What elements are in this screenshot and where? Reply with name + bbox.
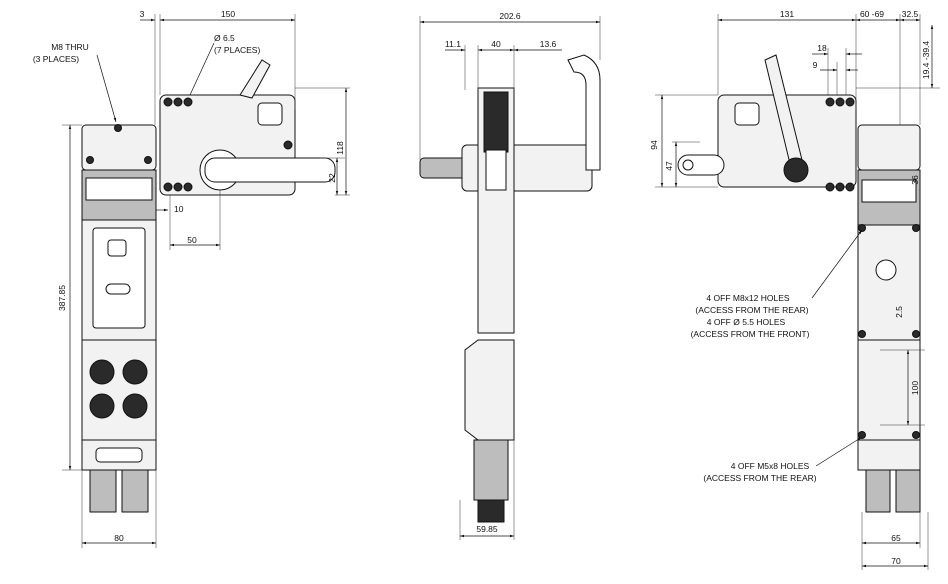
right-hole-dots — [825, 97, 855, 192]
dim-40: 40 — [491, 39, 501, 49]
note-m55: 4 OFF Ø 5.5 HOLES — [707, 317, 786, 327]
right-tongue-hole — [682, 159, 694, 171]
dim-80: 80 — [114, 533, 124, 543]
dim-47: 47 — [664, 161, 674, 171]
note-m8-thru: M8 THRU — [51, 42, 89, 52]
right-center-boss — [875, 259, 897, 281]
dim-10: 10 — [174, 204, 184, 214]
dim-hole-places: (7 PLACES) — [214, 45, 260, 55]
dim-3: 3 — [140, 9, 145, 19]
dim-11: 11.1 — [445, 39, 461, 49]
right-brand-label — [861, 179, 917, 203]
front-cable-gland-2 — [121, 469, 149, 513]
dim-hole-dia: Ø 6.5 — [214, 33, 235, 43]
front-button-4 — [122, 393, 148, 419]
side-connector — [473, 439, 509, 501]
right-rotor — [783, 157, 809, 183]
right-body-module — [857, 224, 921, 341]
front-slot — [105, 283, 131, 295]
front-hole-dots — [163, 97, 293, 192]
right-head-module — [857, 124, 921, 171]
side-lower-body — [464, 339, 515, 441]
front-lever — [239, 59, 271, 99]
dim-50: 50 — [187, 235, 197, 245]
front-button-1 — [89, 359, 115, 385]
right-mount-holes — [858, 224, 920, 439]
dim-19: 19.4 -39.4 — [921, 41, 931, 80]
dim-32: 32.5 — [902, 9, 919, 19]
note-m5x8: 4 OFF M5x8 HOLES — [731, 461, 810, 471]
note-m55-access: (ACCESS FROM THE FRONT) — [691, 329, 810, 339]
right-connector-module — [857, 439, 921, 471]
dim-9: 9 — [813, 60, 818, 70]
side-grip — [567, 54, 601, 171]
front-button-3 — [89, 393, 115, 419]
dim-131: 131 — [780, 9, 794, 19]
note-m8-places: (3 PLACES) — [33, 54, 79, 64]
right-view: 131 60 -69 32.5 18 9 19.4 -39.4 94 47 36… — [649, 9, 940, 570]
right-lower-module — [857, 339, 921, 441]
front-view: 150 3 Ø 6.5 (7 PLACES) 118 22 50 10 387.… — [33, 9, 350, 548]
dim-2-5: 2.5 — [894, 306, 904, 318]
front-cable-gland-1 — [89, 469, 117, 513]
dim-202: 202.6 — [499, 11, 521, 21]
note-m8x12-access: (ACCESS FROM THE REAR) — [695, 305, 808, 315]
front-cover-plate — [92, 227, 146, 329]
dim-18: 18 — [817, 43, 827, 53]
right-cable-gland-2 — [895, 469, 921, 513]
front-button-module — [81, 339, 157, 441]
dim-22: 22 — [327, 173, 337, 183]
front-logo-small — [107, 239, 127, 257]
dim-100: 100 — [910, 381, 920, 395]
right-cable-gland-1 — [865, 469, 891, 513]
front-connector-window — [95, 447, 143, 463]
note-m5x8-access: (ACCESS FROM THE REAR) — [703, 473, 816, 483]
right-logo-badge — [734, 102, 760, 126]
front-logo-badge — [257, 102, 283, 126]
dim-60-69: 60 -69 — [860, 9, 884, 19]
dim-13: 13.6 — [540, 39, 557, 49]
dim-36: 36 — [910, 175, 920, 185]
side-head-dark — [483, 91, 509, 153]
dim-150: 150 — [221, 9, 235, 19]
dim-70: 70 — [891, 556, 901, 566]
front-brand-label — [85, 177, 153, 201]
side-head-insert — [485, 149, 507, 191]
dim-94: 94 — [649, 140, 659, 150]
front-m8-holes — [86, 124, 152, 164]
dim-387: 387.85 — [57, 285, 67, 311]
front-tongue — [204, 157, 336, 183]
note-m8x12: 4 OFF M8x12 HOLES — [706, 293, 789, 303]
side-gland — [477, 499, 505, 523]
dim-65: 65 — [891, 533, 901, 543]
side-view: 202.6 11.1 40 13.6 59.85 — [419, 11, 601, 540]
front-button-2 — [122, 359, 148, 385]
dim-118: 118 — [335, 141, 345, 155]
dim-59: 59.85 — [476, 524, 498, 534]
